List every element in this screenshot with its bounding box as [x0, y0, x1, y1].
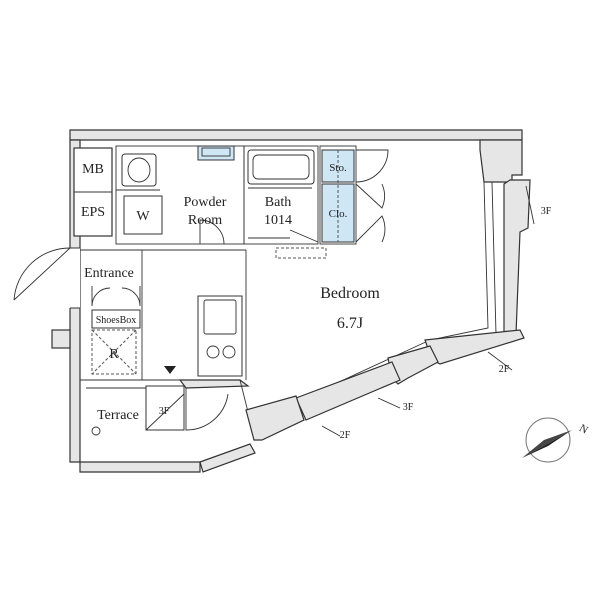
bedroom-label: Bedroom — [320, 285, 380, 302]
terrace-label: Terrace — [97, 408, 139, 423]
entry-door-icon — [13, 247, 71, 301]
window-level-lower-right: 2F — [499, 364, 510, 375]
room-labels: MB EPS W Powder Room Bath 1014 Sto. Clo.… — [81, 162, 380, 423]
shoesbox-cabinet — [91, 309, 141, 329]
bath-label: Bath — [265, 195, 291, 210]
entry-marker-icon — [164, 366, 176, 374]
bedroom-facade — [239, 179, 531, 441]
shoesbox-label: ShoesBox — [96, 315, 137, 326]
clo-label: Clo. — [329, 208, 348, 220]
refrigerator-label: R — [109, 347, 119, 362]
terrace-hatch — [145, 385, 185, 431]
bathtub-icon — [247, 149, 315, 185]
stove-burner-icon — [206, 345, 220, 359]
w-label: W — [136, 209, 150, 224]
washer-icon — [123, 195, 163, 235]
powder-room-label-1: Powder — [184, 195, 227, 210]
window-level-right: 3F — [541, 206, 552, 217]
toilet-icon — [121, 153, 157, 187]
sto-label: Sto. — [329, 162, 347, 174]
kitchen-counter — [197, 295, 243, 377]
entrance-label: Entrance — [84, 266, 134, 281]
mb-label: MB — [82, 162, 104, 177]
north-arrow-icon: N — [522, 417, 590, 463]
refrigerator-space — [91, 329, 137, 375]
window-level-lower-mid: 3F — [403, 402, 414, 413]
terrace-level-label: 3F — [159, 406, 170, 417]
fixtures — [91, 145, 355, 436]
sink-icon — [197, 145, 235, 161]
powder-room-label-2: Room — [188, 213, 222, 228]
window-level-lower-left: 2F — [340, 430, 351, 441]
stove-burner-icon — [222, 345, 236, 359]
drain-icon — [91, 426, 101, 436]
window-level-labels: 3F 2F 3F 2F — [340, 206, 552, 441]
bath-size-label: 1014 — [264, 213, 292, 228]
north-label: N — [577, 422, 590, 436]
bedroom-size-label: 6.7J — [337, 315, 363, 332]
eps-label: EPS — [81, 205, 105, 220]
doors — [13, 149, 535, 437]
